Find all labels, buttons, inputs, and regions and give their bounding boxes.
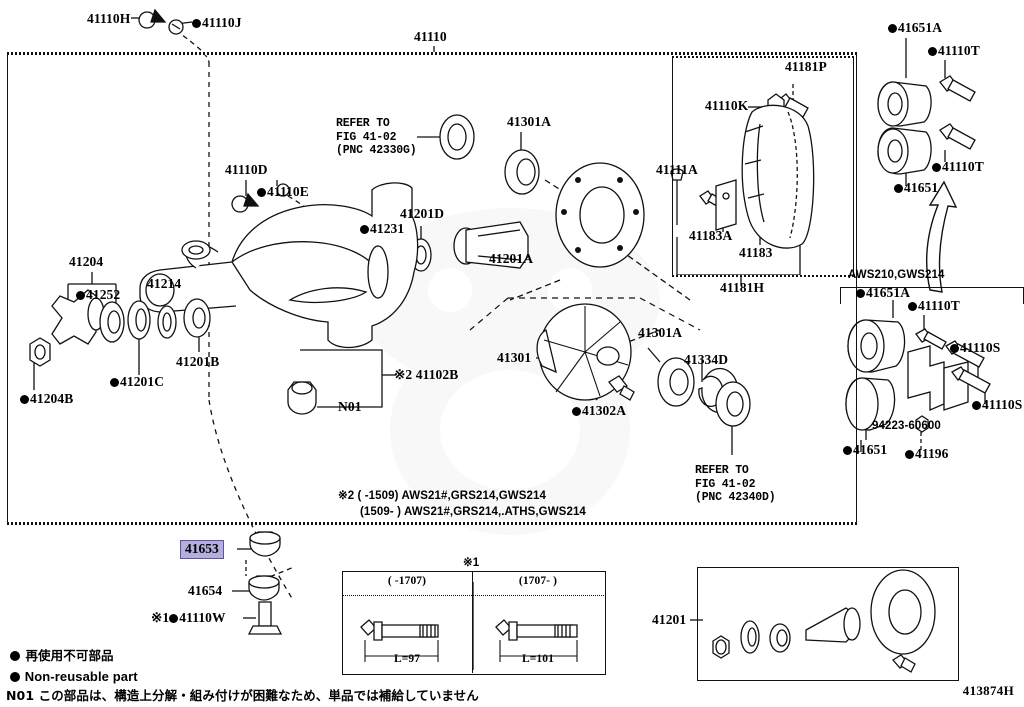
bolt-table-col2-range: (1707- ) bbox=[518, 575, 558, 587]
pinion-subframe bbox=[697, 567, 959, 681]
callout-41651-box: 41651 bbox=[843, 443, 887, 457]
callout-41301: 41301 bbox=[497, 350, 532, 365]
highlighted-part-41653[interactable]: 41653 bbox=[180, 540, 224, 559]
callout-41201D: 41201D bbox=[400, 206, 445, 221]
callout-41183: 41183 bbox=[739, 245, 773, 260]
applicability-note-line1: ※2 ( -1509) AWS21#,GRS214,GWS214 bbox=[338, 490, 547, 502]
callout-41110S-lower: 41110S bbox=[972, 398, 1022, 412]
callout-94223-60600: 94223-60600 bbox=[872, 420, 941, 432]
drawing-code: 413874H bbox=[962, 683, 1014, 698]
callout-41183A: 41183A bbox=[689, 228, 733, 243]
callout-41214: 41214 bbox=[147, 276, 182, 291]
callout-41110S-upper: 41110S bbox=[950, 341, 1000, 355]
applicability-note-line2: (1509- ) AWS21#,GRS214,.ATHS,GWS214 bbox=[360, 506, 586, 518]
callout-41196: 41196 bbox=[905, 447, 949, 461]
bolt-table-col1-length: L=97 bbox=[393, 653, 421, 665]
non-reusable-dot bbox=[192, 19, 201, 28]
rear-cover-subframe bbox=[671, 55, 855, 278]
bolt-table-mark: ※1 bbox=[463, 557, 480, 569]
callout-41201C: 41201C bbox=[110, 375, 164, 389]
callout-41102B: ※2 41102B bbox=[394, 367, 459, 382]
legend-japanese: 再使用不可部品 bbox=[10, 649, 114, 663]
main-assembly-frame bbox=[6, 51, 858, 525]
bolt-table-col1-range: ( -1707) bbox=[387, 575, 427, 587]
callout-41110-main: 41110 bbox=[414, 29, 447, 44]
callout-41204B: 41204B bbox=[20, 392, 73, 406]
callout-41204: 41204 bbox=[69, 254, 104, 269]
legend-note-n01: N01 この部品は、構造上分解・組み付けが困難なため、単品では補給していません bbox=[6, 688, 479, 703]
callout-41110T-mid: 41110T bbox=[932, 160, 984, 174]
callout-41110T-top: 41110T bbox=[928, 44, 980, 58]
callout-41110J: 41110J bbox=[192, 16, 242, 30]
aws-group-label: AWS210,GWS214 bbox=[848, 269, 945, 281]
callout-41110H: 41110H bbox=[87, 11, 131, 26]
callout-41654: 41654 bbox=[188, 583, 223, 598]
bolt-table-header-divider bbox=[342, 571, 604, 596]
callout-41110K: 41110K bbox=[705, 98, 749, 113]
callout-41231: 41231 bbox=[360, 222, 404, 236]
callout-41252: 41252 bbox=[76, 288, 120, 302]
callout-41651A-box: 41651A bbox=[856, 286, 910, 300]
callout-41181H: 41181H bbox=[720, 280, 765, 295]
callout-41201A: 41201A bbox=[489, 251, 534, 266]
callout-41110T-box: 41110T bbox=[908, 299, 960, 313]
bolt-table-frame bbox=[342, 571, 606, 675]
callout-N01: N01 bbox=[338, 399, 362, 414]
refer-note-bottom: REFER TO FIG 41-02 (PNC 42340D) bbox=[695, 464, 776, 504]
bolt-table-col2-length: L=101 bbox=[522, 653, 554, 665]
callout-41110D: 41110D bbox=[225, 162, 268, 177]
callout-41651-top: 41651 bbox=[894, 181, 938, 195]
callout-41111A: 41111A bbox=[656, 162, 698, 177]
callout-41201B: 41201B bbox=[176, 354, 220, 369]
callout-41334D: 41334D bbox=[684, 352, 729, 367]
callout-41181P: 41181P bbox=[785, 59, 827, 74]
callout-41301A-top: 41301A bbox=[507, 114, 552, 129]
legend-english: Non-reusable part bbox=[10, 670, 138, 683]
callout-41651A-top: 41651A bbox=[888, 21, 942, 35]
callout-41201-box: 41201 bbox=[652, 612, 687, 627]
bolt-table-column-divider bbox=[472, 571, 473, 673]
refer-note-top: REFER TO FIG 41-02 (PNC 42330G) bbox=[336, 117, 417, 157]
callout-41110E: 41110E bbox=[257, 185, 309, 199]
callout-41301A-mid: 41301A bbox=[638, 325, 683, 340]
callout-41302A: 41302A bbox=[572, 404, 626, 418]
